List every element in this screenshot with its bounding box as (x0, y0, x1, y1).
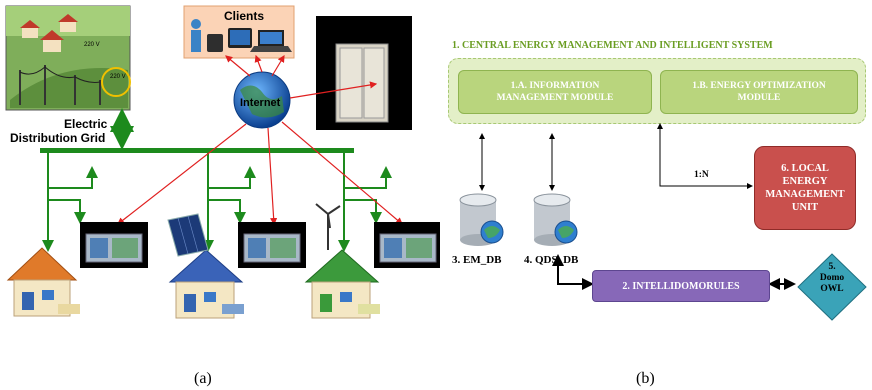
lemu-label-3: LEMU (400, 226, 417, 232)
domo-line-1: 5. (828, 262, 836, 272)
local-unit-line-2: ENERGY (782, 176, 828, 187)
qds-db-label: 4. QDS_DB (524, 254, 579, 266)
lemu-box-2 (238, 222, 306, 268)
intellidomorules-label: 2. INTELLIDOMORULES (622, 280, 740, 292)
lemu-label-2: LEMU (264, 226, 281, 232)
em-db-icon (459, 193, 504, 246)
energy-optimization-module: 1.B. ENERGY OPTIMIZATION MODULE (660, 70, 858, 114)
clients-label: Clients (224, 9, 264, 23)
lemu-box-1 (80, 222, 148, 268)
module-a-line-2: MANAGEMENT MODULE (496, 93, 614, 103)
house-icon-1 (6, 247, 80, 317)
intellidomorules-box: 2. INTELLIDOMORULES (592, 270, 770, 302)
qds-db-icon (533, 193, 578, 246)
local-unit-line-1: 6. LOCAL (781, 163, 829, 174)
domo-line-3: OWL (820, 284, 844, 294)
module-b-line-2: MODULE (737, 93, 781, 103)
voltage-label-1: 220 V (84, 42, 100, 48)
grid-landscape-image (5, 5, 131, 111)
lemu-label-1: LEMU (106, 226, 123, 232)
module-b-line-1: 1.B. ENERGY OPTIMIZATION (692, 81, 826, 91)
grid-label-line-2: Distribution Grid (10, 131, 105, 145)
domo-owl-label: 5. Domo OWL (814, 262, 850, 295)
right-connectors (479, 123, 796, 290)
internet-label: Internet (240, 97, 281, 109)
grid-links (42, 153, 392, 252)
clients-devices-icon (191, 19, 292, 52)
system-title: 1. CENTRAL ENERGY MANAGEMENT AND INTELLI… (452, 40, 773, 51)
grid-label-line-1: Electric (64, 117, 108, 131)
voltage-label-2: 220 V (110, 74, 126, 80)
em-db-label: 3. EM_DB (452, 254, 502, 266)
module-a-line-1: 1.A. INFORMATION (510, 81, 600, 91)
local-energy-management-unit: 6. LOCAL ENERGY MANAGEMENT UNIT (754, 146, 856, 230)
distribution-diagram: 220 V 220 V Clients CEMIS Internet (5, 5, 440, 319)
domo-owl-diamond (797, 253, 867, 321)
domo-line-2: Domo (819, 273, 845, 283)
caption-b: (b) (636, 370, 655, 387)
local-unit-line-3: MANAGEMENT (765, 189, 845, 200)
local-unit-line-4: UNIT (791, 202, 819, 213)
information-management-module: 1.A. INFORMATION MANAGEMENT MODULE (458, 70, 652, 114)
network-links (117, 54, 403, 226)
house-icon-3 (304, 249, 380, 319)
wind-turbine-icon (315, 203, 341, 250)
solar-panel-icon (167, 213, 209, 257)
lemu-box-3 (374, 222, 440, 268)
server-icon (335, 43, 389, 123)
distribution-bus (40, 148, 354, 153)
cemis-label: CEMIS (340, 22, 388, 39)
caption-a: (a) (194, 370, 212, 387)
house-icon-2 (168, 249, 244, 319)
relation-label: 1:N (694, 170, 709, 180)
